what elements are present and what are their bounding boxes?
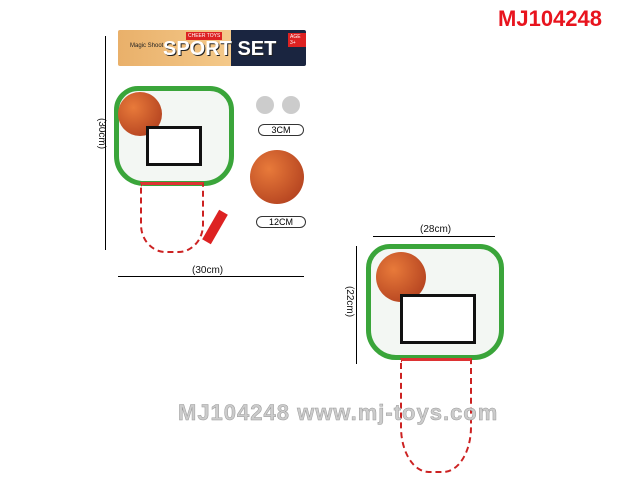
watermark: MJ104248 www.mj-toys.com [178, 400, 499, 426]
package-width-label: (30cm) [192, 265, 224, 276]
board-height-line [356, 246, 357, 364]
product-code: MJ104248 [498, 6, 602, 31]
ball-size: 12CM [256, 216, 306, 228]
board-width-line [373, 236, 495, 237]
package-subtitle: Magic Shoot [130, 43, 164, 49]
board-window [146, 126, 202, 166]
hoop-net [400, 358, 472, 473]
ball-image [250, 150, 304, 204]
width-dimension-line [118, 276, 304, 277]
package-title: SPORT SET [163, 38, 277, 60]
suction-cup-size: 3CM [258, 124, 304, 136]
package-height-label: (30cm) [96, 117, 108, 150]
pump-image [202, 209, 228, 245]
brand-label: CHEER TOYS [186, 32, 223, 40]
suction-cup-icon [256, 96, 274, 114]
package-header: CHEER TOYS SPORT SET Magic Shoot AGE 3+ [118, 30, 306, 66]
height-dimension-line [105, 36, 106, 250]
basketball-image [376, 252, 426, 302]
board-window [400, 294, 476, 344]
suction-cup-icon [282, 96, 300, 114]
board-height-label: (22cm) [344, 285, 356, 318]
age-label: AGE 3+ [288, 33, 306, 47]
hoop-net [140, 182, 204, 253]
board-width-label: (28cm) [420, 224, 452, 235]
